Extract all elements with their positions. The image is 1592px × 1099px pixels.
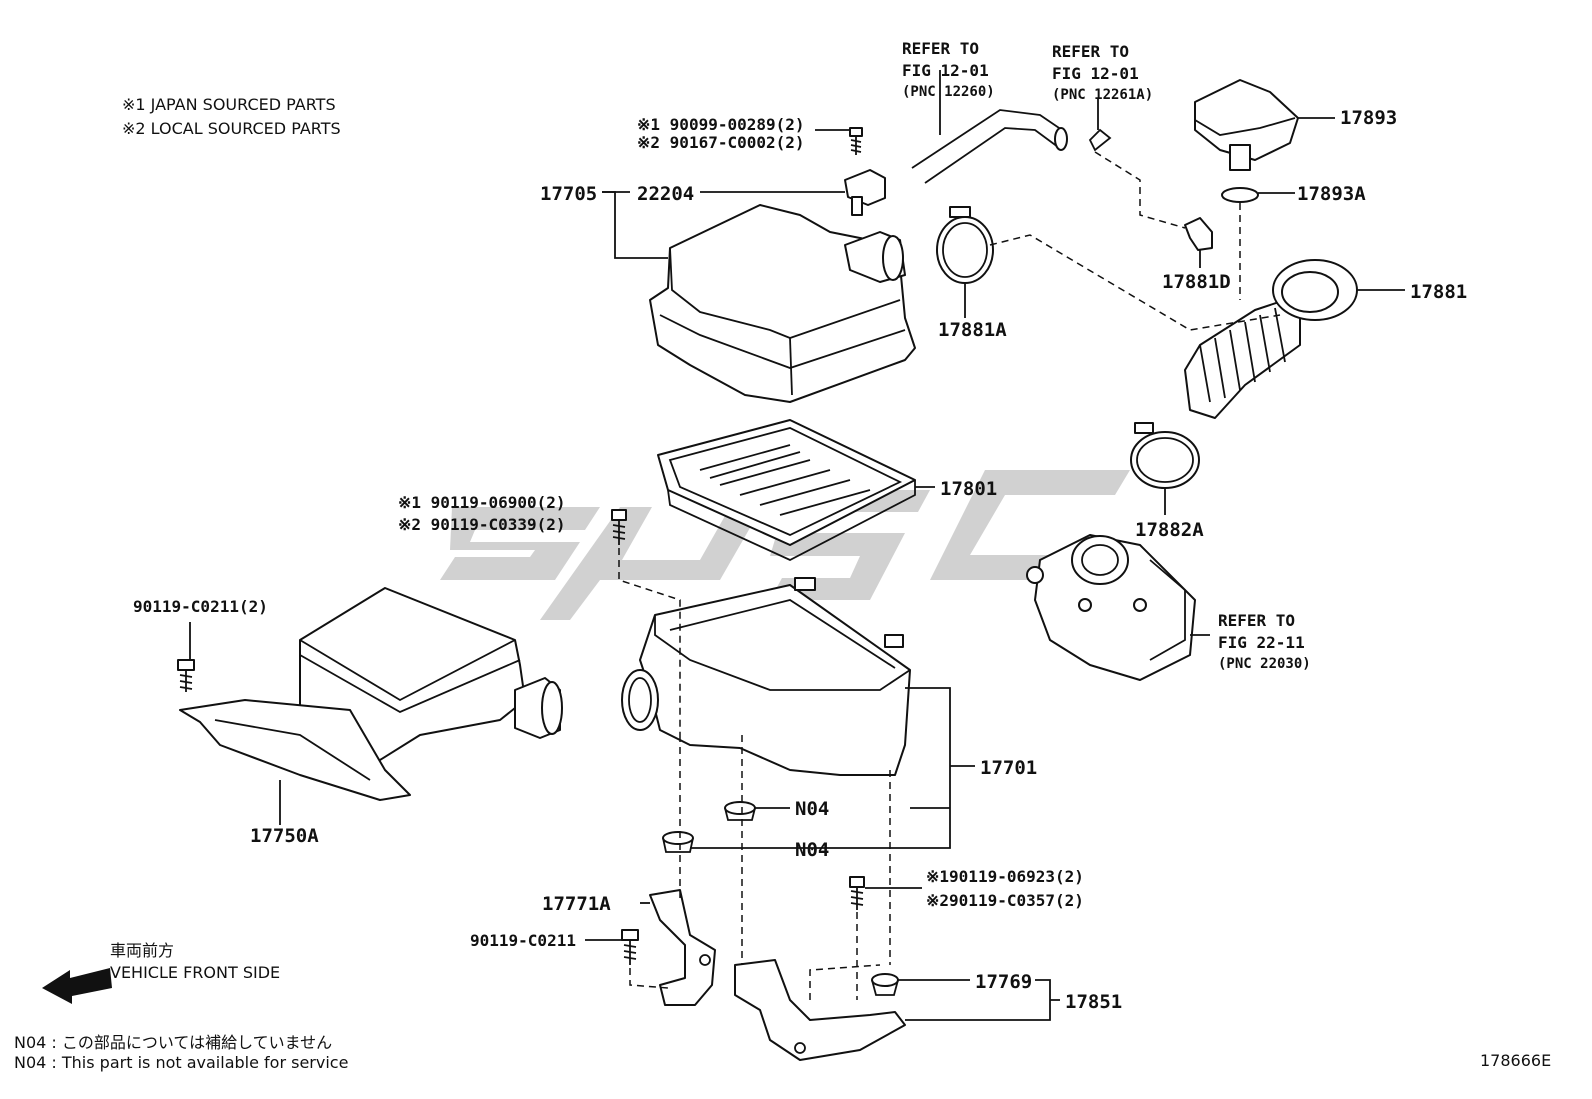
label-22204: 22204 bbox=[637, 183, 694, 205]
ref-b-line2: FIG 12-01 bbox=[1052, 64, 1139, 83]
ref-a-line2: FIG 12-01 bbox=[902, 61, 989, 80]
label-17881d: 17881D bbox=[1162, 271, 1231, 293]
note-japan-sourced: ※1 JAPAN SOURCED PARTS bbox=[122, 95, 336, 114]
arrow-left-icon bbox=[42, 968, 112, 1004]
bolt-top bbox=[849, 127, 863, 155]
label-17701: 17701 bbox=[980, 757, 1037, 779]
throttle-body bbox=[1026, 534, 1196, 681]
intake-hose-17881 bbox=[1184, 259, 1358, 419]
air-flow-sensor bbox=[844, 169, 886, 216]
ref-a-line3: (PNC 12260) bbox=[902, 84, 995, 100]
clamp-17881a bbox=[936, 206, 994, 284]
resonator-17893 bbox=[1194, 79, 1299, 171]
ref-b-line1: REFER TO bbox=[1052, 42, 1129, 61]
bolt-90119-c0211 bbox=[621, 929, 639, 965]
label-17881: 17881 bbox=[1410, 281, 1467, 303]
ref-a-line1: REFER TO bbox=[902, 39, 979, 58]
label-17881a: 17881A bbox=[938, 319, 1007, 341]
label-17771a: 17771A bbox=[542, 893, 611, 915]
front-en: VEHICLE FRONT SIDE bbox=[110, 963, 280, 982]
watermark-logo bbox=[440, 470, 1130, 620]
label-17705: 17705 bbox=[540, 183, 597, 205]
label-bolt-mid-2: ※2 90119-C0339(2) bbox=[398, 515, 566, 534]
breather-hose bbox=[911, 109, 1068, 184]
bolt-mid bbox=[611, 509, 627, 545]
label-n04-upper: N04 bbox=[795, 798, 829, 820]
clamp-17893a bbox=[1221, 187, 1259, 203]
note-n04-jp: N04 : この部品については補給していません bbox=[14, 1033, 332, 1052]
label-90119-c0211: 90119-C0211 bbox=[470, 931, 576, 950]
note-n04-en: N04 : This part is not available for ser… bbox=[14, 1053, 348, 1072]
label-17851: 17851 bbox=[1065, 991, 1122, 1013]
clamp-17882a bbox=[1130, 422, 1200, 489]
label-bolt-top-2: ※2 90167-C0002(2) bbox=[637, 133, 805, 152]
grommet-n04-lower bbox=[662, 831, 694, 853]
figure-id: 178666E bbox=[1480, 1051, 1551, 1070]
label-17750a: 17750A bbox=[250, 825, 319, 847]
air-cleaner-cap bbox=[649, 204, 916, 403]
nipple-17881d bbox=[1184, 217, 1213, 251]
grommet-17769 bbox=[871, 973, 899, 996]
label-bolt-low-2: ※290119-C0357(2) bbox=[926, 891, 1084, 910]
label-17893a: 17893A bbox=[1297, 183, 1366, 205]
bolt-90119-c0211-2 bbox=[177, 659, 195, 692]
air-cleaner-case bbox=[621, 577, 911, 776]
bolt-low bbox=[849, 876, 865, 910]
label-17801: 17801 bbox=[940, 478, 997, 500]
label-n04-lower: N04 bbox=[795, 839, 829, 861]
ref-c-line3: (PNC 22030) bbox=[1218, 656, 1311, 672]
front-jp: 車両前方 bbox=[110, 941, 174, 960]
inlet-duct-17750a bbox=[179, 587, 563, 801]
grommet-n04-upper bbox=[724, 801, 756, 821]
clip-12261a bbox=[1088, 128, 1112, 152]
label-90119-c0211-2: 90119-C0211(2) bbox=[133, 597, 268, 616]
note-local-sourced: ※2 LOCAL SOURCED PARTS bbox=[122, 119, 341, 138]
ref-c-line2: FIG 22-11 bbox=[1218, 633, 1305, 652]
dashed-guides bbox=[618, 151, 1281, 1000]
bracket-17771a bbox=[649, 889, 716, 1006]
label-bolt-low-1: ※190119-06923(2) bbox=[926, 867, 1084, 886]
label-17769: 17769 bbox=[975, 971, 1032, 993]
ref-c-line1: REFER TO bbox=[1218, 611, 1295, 630]
label-17893: 17893 bbox=[1340, 107, 1397, 129]
bracket-17851 bbox=[734, 959, 906, 1061]
leader-lines bbox=[189, 70, 1405, 1021]
label-bolt-top-1: ※1 90099-00289(2) bbox=[637, 115, 805, 134]
air-filter-element bbox=[657, 419, 916, 562]
ref-b-line3: (PNC 12261A) bbox=[1052, 87, 1153, 103]
label-17882a: 17882A bbox=[1135, 519, 1204, 541]
label-bolt-mid-1: ※1 90119-06900(2) bbox=[398, 493, 566, 512]
